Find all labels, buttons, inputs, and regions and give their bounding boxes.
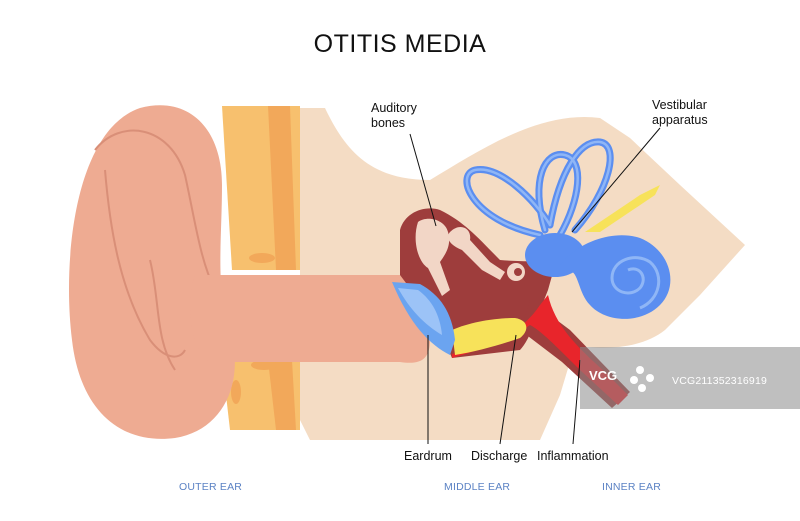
auricle-antihelix-line [104,169,186,358]
discharge-fluid [452,318,527,355]
tissue-lower [310,355,548,440]
ear-canal [190,275,430,363]
watermark-id: VCG211352316919 [672,375,768,387]
watermark-band [580,347,800,409]
auricle-concha-line [149,259,176,371]
watermark-logo-icon [630,366,654,392]
label-auditory-bones-line1: Auditory [371,101,417,115]
watermark-logo: VCG [589,368,618,383]
label-discharge: Discharge [471,449,528,463]
leader-lines [409,127,661,445]
cochlea [560,235,671,319]
label-vestibular-line2: apparatus [652,113,708,127]
region-middle-ear: MIDDLE EAR [444,481,511,493]
cartilage-spot-side [231,380,241,404]
label-eardrum: Eardrum [404,449,452,463]
cartilage-upper-stripe [268,106,296,270]
cartilage-spot-upper [249,253,275,263]
label-inflammation: Inflammation [537,449,609,463]
diagram-title: OTITIS MEDIA [313,30,487,58]
auricle-helix-line [94,129,216,291]
vestibular-apparatus-inner [465,140,612,237]
cochlea-spiral [610,256,661,310]
label-auditory-bones-line2: bones [371,116,406,130]
region-inner-ear: INNER EAR [602,481,661,493]
auditory-nerve [585,185,660,232]
cartilage-lower-stripe [268,360,296,430]
malleus [415,218,450,296]
label-auditory-bones: Auditory bones [371,101,417,131]
eardrum-highlight [398,288,442,335]
incus [448,226,505,280]
label-vestibular-line1: Vestibular [652,98,707,112]
region-outer-ear: OUTER EAR [179,481,243,493]
cartilage-spot-lower [251,360,277,370]
stapes-hole [514,268,522,276]
label-vestibular-apparatus: Vestibular apparatus [652,98,708,128]
